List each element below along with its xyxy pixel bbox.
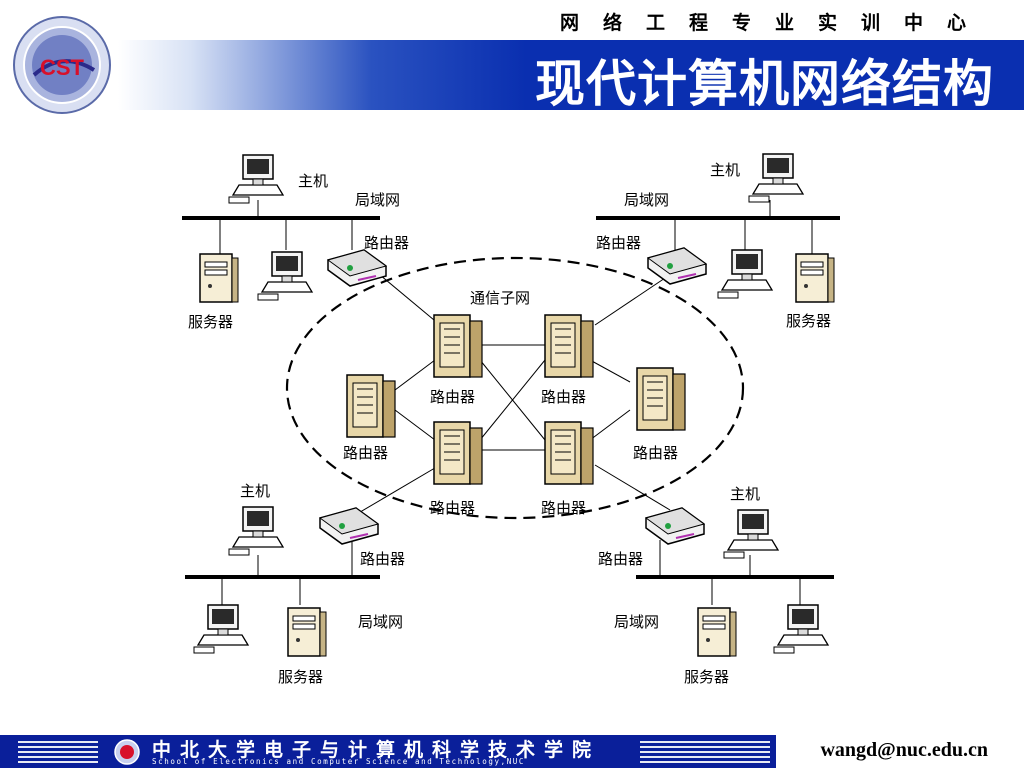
- core-router-icon: [636, 367, 686, 431]
- footer-email-box: wangd@nuc.edu.cn: [776, 735, 1024, 768]
- header-strip: 网络工程专业实训中心: [0, 0, 1024, 38]
- footer-school-english: School of Electronics and Computer Scien…: [152, 757, 526, 766]
- label-host-bl: 主机: [240, 482, 270, 500]
- host-icon: [228, 506, 284, 556]
- label-server-br: 服务器: [684, 668, 729, 686]
- core-router-icon: [433, 314, 483, 378]
- label-server-bl: 服务器: [278, 668, 323, 686]
- edge-router-icon: [647, 247, 707, 285]
- host-icon: [228, 154, 284, 204]
- label-host-br: 主机: [730, 485, 760, 503]
- lan-buses: [182, 216, 840, 579]
- server-icon: [287, 607, 327, 657]
- label-core-router: 路由器: [633, 444, 678, 462]
- center-name: 网络工程专业实训中心: [559, 12, 990, 34]
- subnet-label: 通信子网: [470, 289, 530, 307]
- footer-stripes-left: [18, 741, 98, 766]
- label-core-router: 路由器: [430, 388, 475, 406]
- label-router-tl: 路由器: [364, 234, 409, 252]
- page-title: 现代计算机网络结构: [535, 55, 994, 113]
- core-router-icon: [544, 314, 594, 378]
- footer-stripes-right: [640, 741, 770, 766]
- core-router-icon: [433, 421, 483, 485]
- label-core-router: 路由器: [541, 388, 586, 406]
- footer-logo-icon: [114, 739, 140, 765]
- school-logo: CST: [13, 16, 111, 114]
- label-lan-tr: 局域网: [624, 191, 669, 209]
- label-router-bl: 路由器: [360, 550, 405, 568]
- label-core-router: 路由器: [430, 499, 475, 517]
- label-lan-br: 局域网: [614, 613, 659, 631]
- label-lan-bl: 局域网: [358, 613, 403, 631]
- subnet-boundary: [285, 256, 745, 520]
- core-router-icon: [346, 374, 396, 438]
- host-icon: [723, 509, 779, 559]
- label-host-tl: 主机: [298, 172, 328, 190]
- logo-text: CST: [40, 55, 85, 80]
- edge-router-icon: [645, 507, 705, 545]
- label-server-tl: 服务器: [188, 313, 233, 331]
- server-icon: [795, 253, 835, 303]
- edge-router-icon: [327, 249, 387, 287]
- label-lan-tl: 局域网: [355, 191, 400, 209]
- host-icon: [717, 249, 773, 299]
- host-icon: [748, 153, 804, 203]
- label-router-br: 路由器: [598, 550, 643, 568]
- server-icon: [199, 253, 239, 303]
- edge-router-icon: [319, 507, 379, 545]
- label-core-router: 路由器: [541, 499, 586, 517]
- title-bar: 现代计算机网络结构: [118, 40, 1024, 113]
- label-router-tr: 路由器: [596, 234, 641, 252]
- label-core-router: 路由器: [343, 444, 388, 462]
- host-icon: [257, 251, 313, 301]
- footer-bar: 中北大学电子与计算机科学技术学院 School of Electronics a…: [0, 735, 1024, 768]
- server-icon: [697, 607, 737, 657]
- footer-school-name: 中北大学电子与计算机科学技术学院: [152, 739, 601, 761]
- lan-drops: [219, 200, 813, 605]
- footer-email[interactable]: wangd@nuc.edu.cn: [820, 739, 988, 761]
- network-diagram: 主机 局域网 路由器 服务器 主机 局域网 路由器 服务器 通信子网 路由器 路…: [182, 153, 840, 686]
- host-icon: [773, 604, 829, 654]
- label-host-tr: 主机: [710, 161, 740, 179]
- host-icon: [193, 604, 249, 654]
- core-router-icon: [544, 421, 594, 485]
- label-server-tr: 服务器: [786, 312, 831, 330]
